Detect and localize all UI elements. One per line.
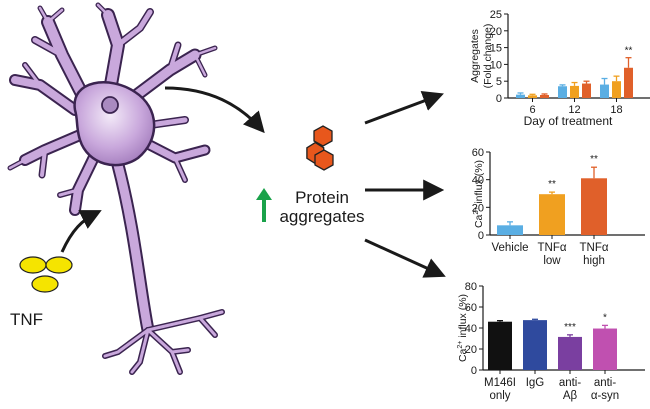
x-tick-label: anti- xyxy=(559,377,582,389)
x-tick-label: 18 xyxy=(610,104,622,116)
bar xyxy=(593,328,617,370)
bar xyxy=(581,178,607,235)
flow-arrows xyxy=(60,86,446,278)
significance-label: ** xyxy=(590,154,598,165)
y-tick-label: 5 xyxy=(496,76,502,88)
y-tick-label: 25 xyxy=(490,9,502,21)
arrow-to-chart-aggregates xyxy=(364,91,444,125)
x-tick-label: 12 xyxy=(568,104,580,116)
bar xyxy=(582,83,591,98)
x-tick-label: TNFα xyxy=(537,242,566,254)
y-axis-label: Ca2+ influx (%) xyxy=(473,160,485,228)
y-axis-label: Ca2+ influx (%) xyxy=(457,294,469,362)
significance-label: * xyxy=(603,312,607,323)
x-tick-label: TNFα xyxy=(579,242,608,254)
bar xyxy=(540,94,549,98)
x-axis-label: Day of treatment xyxy=(524,114,613,128)
x-tick-label: M146I xyxy=(484,377,516,389)
y-tick-label: 0 xyxy=(478,230,484,242)
y-axis-label: (Fold change) xyxy=(482,24,494,89)
chart-aggregates-fold-change: 0 5 10 15 20 25 6 12 18 ** Day of treatment Aggrega… xyxy=(469,9,650,128)
y-tick-label: 40 xyxy=(465,323,477,335)
arrow-neuron-to-aggregates xyxy=(164,86,265,134)
arrow-to-chart-antibody xyxy=(364,238,446,278)
bar xyxy=(570,85,579,98)
x-tick-label: high xyxy=(583,255,605,267)
y-tick-label: 60 xyxy=(465,302,477,314)
y-tick-label: 60 xyxy=(472,147,484,159)
x-tick-label: Aβ xyxy=(563,390,578,402)
y-tick-label: 0 xyxy=(496,93,502,105)
bar xyxy=(558,336,582,370)
bar xyxy=(516,94,525,98)
y-axis-label: Aggregates xyxy=(469,29,481,83)
bar xyxy=(624,67,633,98)
chart-ca-influx-antibody: 020406080M146IonlyIgG***anti-Aβ*anti-α-s… xyxy=(457,281,645,402)
x-tick-label: Vehicle xyxy=(491,242,528,254)
arrow-tnf-to-neuron xyxy=(60,210,102,253)
tnf-label: TNF xyxy=(10,310,43,329)
protein-label-line2: aggregates xyxy=(279,207,364,226)
protein-label-line1: Protein xyxy=(295,188,349,207)
y-tick-label: 20 xyxy=(472,202,484,214)
y-tick-label: 20 xyxy=(490,26,502,38)
y-tick-label: 20 xyxy=(465,344,477,356)
bar xyxy=(497,225,523,235)
bar xyxy=(612,81,621,98)
tnf-molecule-icon xyxy=(19,256,73,293)
x-tick-label: anti- xyxy=(594,377,617,389)
x-tick-label: only xyxy=(489,390,510,402)
bar xyxy=(523,320,547,370)
x-tick-label: IgG xyxy=(526,377,545,389)
bar xyxy=(488,321,512,370)
bar xyxy=(558,86,567,98)
neuron-illustration xyxy=(7,2,225,375)
significance-label: *** xyxy=(564,322,576,333)
bar xyxy=(528,95,537,98)
y-tick-label: 10 xyxy=(490,59,502,71)
y-tick-label: 0 xyxy=(471,365,477,377)
y-tick-label: 80 xyxy=(465,281,477,293)
x-tick-label: low xyxy=(543,255,561,267)
x-tick-label: 6 xyxy=(529,104,535,116)
up-arrow-icon xyxy=(256,188,272,222)
significance-label: ** xyxy=(625,46,633,57)
y-tick-label: 15 xyxy=(490,43,502,55)
significance-label: ** xyxy=(548,179,556,190)
x-tick-label: α-syn xyxy=(591,390,619,402)
y-tick-label: 40 xyxy=(472,175,484,187)
bar xyxy=(539,194,565,235)
protein-hexagon-icon xyxy=(306,125,334,171)
bar xyxy=(600,84,609,98)
